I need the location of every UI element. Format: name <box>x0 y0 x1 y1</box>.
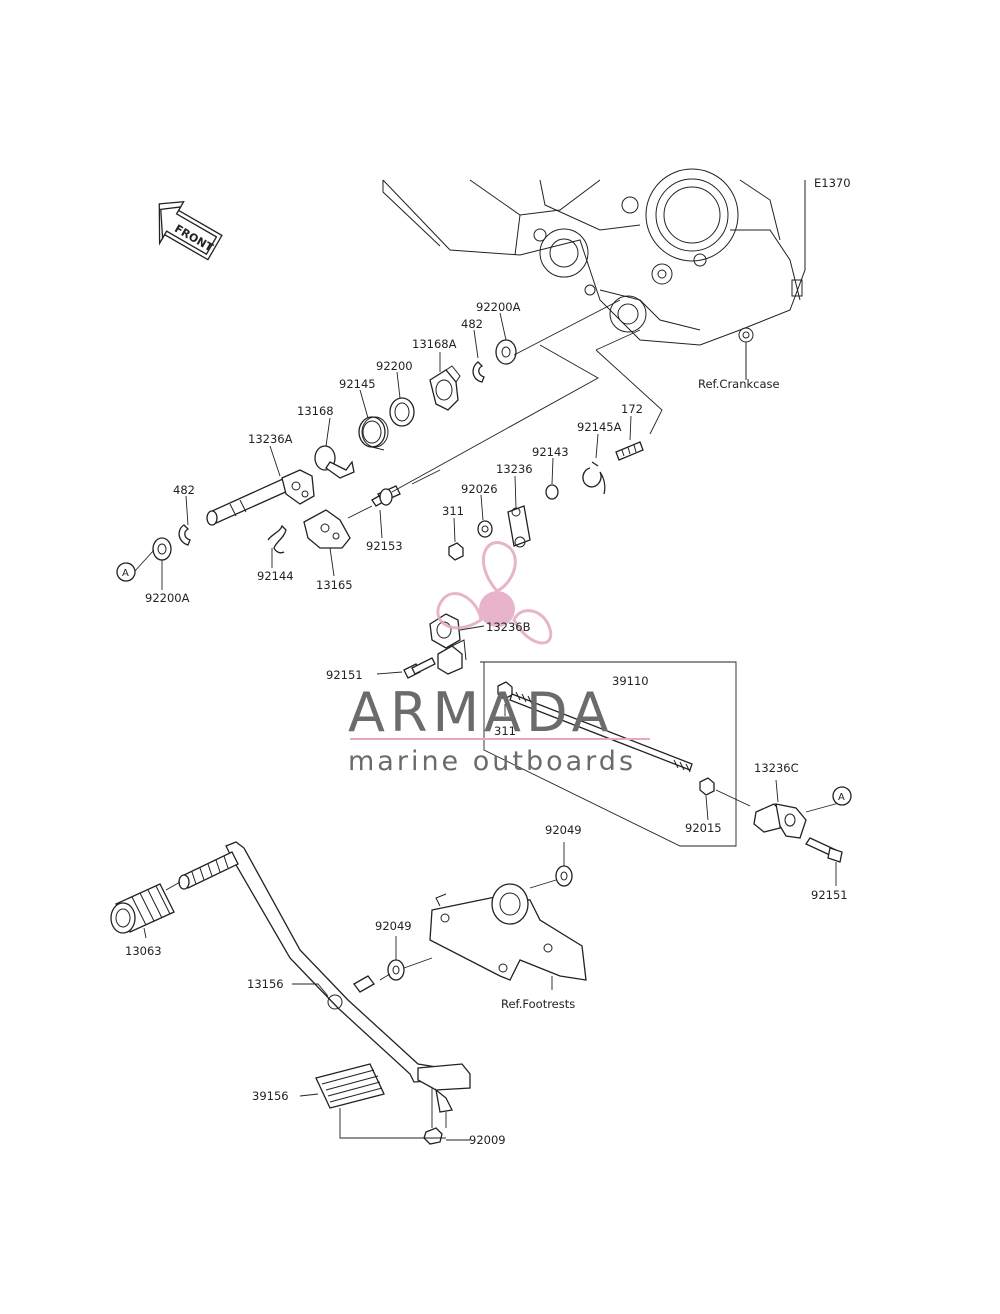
rod-end-13236c <box>753 803 807 839</box>
circlip-482-left <box>178 524 191 546</box>
label-13156: 13156 <box>247 977 284 991</box>
label-92026: 92026 <box>461 482 498 496</box>
label-92153: 92153 <box>366 539 403 553</box>
shift-rod-39110 <box>509 691 693 773</box>
ref-crankcase-label: Ref.Crankcase <box>698 377 780 391</box>
label-92151-left: 92151 <box>326 668 363 682</box>
label-92200: 92200 <box>376 359 413 373</box>
label-13063: 13063 <box>125 944 162 958</box>
spring-92145 <box>358 416 389 451</box>
spring-92144 <box>267 524 287 554</box>
label-482-top: 482 <box>461 317 483 331</box>
bolt-92151-left <box>403 657 436 679</box>
label-92200a-left: 92200A <box>145 591 190 605</box>
bushing-92049-mid <box>387 959 405 981</box>
label-311-mid: 311 <box>494 724 516 738</box>
label-92015: 92015 <box>685 821 722 835</box>
label-39110: 39110 <box>612 674 649 688</box>
rod-end-13236b <box>429 613 467 675</box>
diagram-code: E1370 <box>814 176 851 190</box>
watermark-tagline: marine outboards <box>348 746 636 777</box>
label-13168: 13168 <box>297 404 334 418</box>
label-92049-top: 92049 <box>545 823 582 837</box>
screw-92009 <box>423 1127 443 1145</box>
pedal-rubber-13063 <box>110 883 175 934</box>
collar-92143 <box>545 484 559 500</box>
label-92200a-top: 92200A <box>476 300 521 314</box>
ref-a-right-marker: A <box>832 786 852 806</box>
label-92049-mid: 92049 <box>375 919 412 933</box>
label-92145a: 92145A <box>577 420 622 434</box>
label-92009: 92009 <box>469 1133 506 1147</box>
ref-a-left-marker: A <box>116 562 136 582</box>
label-13236: 13236 <box>496 462 533 476</box>
plate-13165 <box>303 509 351 549</box>
bolt-92151-right <box>805 837 843 863</box>
lever-13236 <box>507 505 531 548</box>
pedal-pivot <box>353 975 375 993</box>
label-13236b: 13236B <box>486 620 531 634</box>
watermark-divider <box>350 738 650 740</box>
label-311-top: 311 <box>442 504 464 518</box>
bushing-92049-top <box>555 865 573 887</box>
label-92145: 92145 <box>339 377 376 391</box>
nut-311-top <box>448 542 464 561</box>
ref-footrests-label: Ref.Footrests <box>501 997 575 1011</box>
circlip-482-top <box>472 361 485 383</box>
washer-92200a-left <box>152 537 172 561</box>
spring-92145a <box>582 461 606 495</box>
label-92143: 92143 <box>532 445 569 459</box>
label-13165: 13165 <box>316 578 353 592</box>
crankcase-drawing <box>382 168 806 380</box>
label-39156: 39156 <box>252 1089 289 1103</box>
label-482-left: 482 <box>173 483 195 497</box>
shift-shaft-13236a <box>206 469 315 526</box>
pin-172 <box>615 441 644 461</box>
pedal-pad-39156 <box>315 1063 385 1109</box>
front-arrow-icon: FRONT <box>158 200 223 261</box>
washer-92200a-top <box>495 339 517 365</box>
label-13236a: 13236A <box>248 432 293 446</box>
collar-13168a <box>429 365 461 411</box>
pin-92153 <box>371 485 401 507</box>
pedal-grip-spindle <box>178 851 239 890</box>
label-13168a: 13168A <box>412 337 457 351</box>
nut-92015 <box>699 777 715 796</box>
lever-13168 <box>314 445 355 479</box>
label-92144: 92144 <box>257 569 294 583</box>
ref-a-left: A <box>122 568 129 579</box>
label-172: 172 <box>621 402 643 416</box>
ref-a-right: A <box>838 792 845 803</box>
armada-logo-icon <box>436 541 553 645</box>
washer-92026 <box>477 520 493 538</box>
shift-pedal-13156 <box>225 841 471 1113</box>
watermark-brand: ARMADA <box>348 681 614 744</box>
label-13236c: 13236C <box>754 761 799 775</box>
washer-92200 <box>389 397 415 427</box>
footrest-bracket <box>429 883 587 981</box>
label-92151-right: 92151 <box>811 888 848 902</box>
